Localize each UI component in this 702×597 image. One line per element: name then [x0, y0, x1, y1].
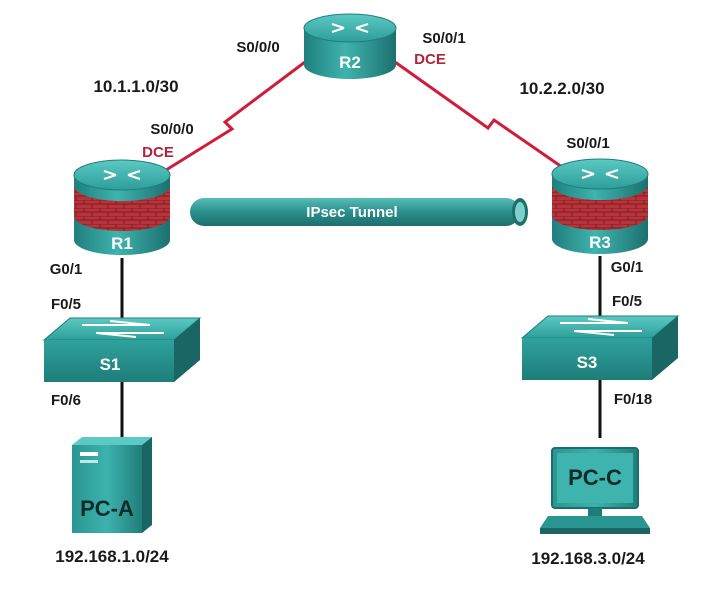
network-label-r2-r3: 10.2.2.0/30: [519, 79, 604, 98]
switch-s1[interactable]: S1: [42, 317, 202, 382]
pc-c-label: PC-C: [568, 465, 622, 490]
ipsec-tunnel: IPsec Tunnel: [190, 198, 528, 226]
pc-a-label: PC-A: [80, 496, 134, 521]
router-arrows-icon: [103, 169, 141, 181]
interface-label-s1-f06: F0/6: [51, 392, 81, 409]
pc-a[interactable]: PC-A: [72, 437, 152, 533]
interface-label-r1-s000: S0/0/0: [150, 121, 193, 138]
switch-s3[interactable]: S3: [520, 315, 680, 380]
interface-label-r3-s001: S0/0/1: [566, 135, 609, 152]
router-r1[interactable]: R1: [73, 159, 171, 255]
interface-label-r2-s001: S0/0/1: [422, 30, 465, 47]
serial-link-r1-r2: [149, 60, 306, 182]
interface-label-r3-g01: G0/1: [611, 259, 644, 276]
mouse-icon: [630, 520, 644, 528]
interface-label-r2-s000: S0/0/0: [236, 39, 279, 56]
router-r1-label: R1: [111, 234, 133, 253]
dce-label-r2: DCE: [414, 51, 446, 68]
interface-label-r1-g01: G0/1: [50, 261, 83, 278]
switch-s1-label: S1: [100, 355, 121, 374]
tunnel-label: IPsec Tunnel: [306, 204, 397, 221]
network-label-r1-r2: 10.1.1.0/30: [93, 77, 178, 96]
router-r2-label: R2: [339, 53, 361, 72]
router-arrows-icon: [581, 168, 619, 180]
network-label-lan-a: 192.168.1.0/24: [55, 547, 169, 566]
switch-arrows-icon: [82, 320, 164, 338]
pc-c[interactable]: PC-C: [540, 447, 650, 534]
switch-arrows-icon: [560, 318, 642, 336]
router-r3-label: R3: [589, 233, 611, 252]
router-arrows-icon: [331, 22, 369, 34]
interface-label-s1-f05: F0/5: [51, 296, 81, 313]
network-label-lan-c: 192.168.3.0/24: [531, 549, 645, 568]
dce-label-r1: DCE: [142, 144, 174, 161]
serial-link-r2-r3: [394, 60, 576, 178]
drive-slot-icon: [80, 452, 98, 456]
router-r2[interactable]: R2: [303, 13, 397, 79]
interface-label-s3-f018: F0/18: [614, 391, 652, 408]
interface-label-s3-f05: F0/5: [612, 293, 642, 310]
router-r3[interactable]: R3: [551, 158, 649, 254]
switch-s3-label: S3: [577, 353, 598, 372]
